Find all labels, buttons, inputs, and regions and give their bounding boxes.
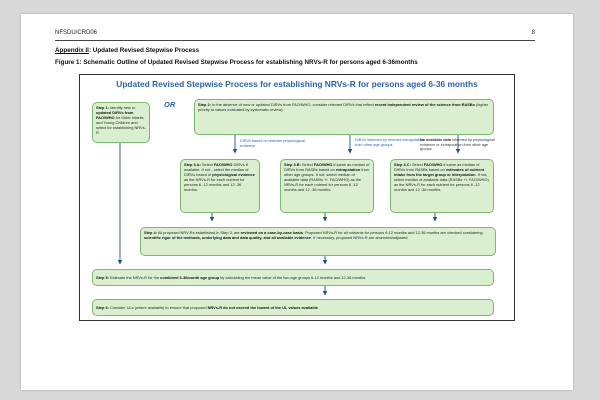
step1-text2: for Older Infants and Young Children and… bbox=[96, 115, 146, 136]
step3b-text2: if same as median of DIRVs from RASBs ba… bbox=[284, 162, 370, 173]
step1-text1: Identify new or bbox=[108, 105, 136, 110]
step3c-text2: if same as median of DIRVs from RASBs ba… bbox=[394, 162, 480, 173]
step3c-bold2: estimates of nutrient intake from the ta… bbox=[394, 167, 485, 178]
note-no-data: No available data informed by physiologi… bbox=[420, 138, 500, 152]
document-page: NFSDU/CRD06 8 Appendix II: Updated Revis… bbox=[21, 14, 573, 390]
flowchart-arrows bbox=[117, 135, 461, 296]
step3b-bold2: extrapolation bbox=[335, 167, 361, 173]
step4-box: Step 4: All proposed NRV-Rs established … bbox=[140, 227, 496, 256]
step4-text1: All proposed NRV-Rs established in Step … bbox=[156, 230, 241, 235]
step5-box: Step 5: Estimate the NRVs-R for the comb… bbox=[92, 269, 494, 286]
step3a-text3: as the NRVs-R for each nutrient for pers… bbox=[184, 177, 245, 193]
step5-bold1: combined 6-36month age group bbox=[160, 275, 220, 280]
step2-bold1: recent independent review of the science… bbox=[374, 102, 475, 107]
step6-box: Step 6: Consider ULs (where available) t… bbox=[92, 299, 494, 316]
step3a-bold1: FAO/WHO bbox=[213, 162, 233, 167]
step4-lead: Step 4: bbox=[144, 230, 157, 235]
doc-id: NFSDU/CRD06 bbox=[55, 30, 98, 36]
step3b-lead: Step 3.B: bbox=[284, 162, 301, 167]
page-number: 8 bbox=[531, 30, 535, 36]
step1-bold1: updated DIRVs from FAO/WHO bbox=[96, 110, 134, 121]
step3b-text3: from other age groups. If not, select me… bbox=[284, 167, 370, 193]
step2-text1: In the absence of new or updated DIRVs f… bbox=[210, 102, 375, 107]
step2-box: Step 2: In the absence of new or updated… bbox=[194, 99, 494, 135]
step3a-text2: DIRVs if available. If not - select the … bbox=[184, 162, 249, 178]
step3a-bold2: physiological evidence bbox=[212, 172, 255, 178]
step3c-text3: . If not, select median of available dat… bbox=[394, 172, 489, 193]
step3b-text1: Select bbox=[300, 162, 314, 167]
step3b-bold1: FAO/WHO bbox=[313, 162, 333, 167]
header-rule bbox=[55, 40, 535, 41]
step6-bold1: NRVs-R do not exceed the lowest of the U… bbox=[207, 305, 318, 310]
appendix-heading: Appendix II: Updated Revised Stepwise Pr… bbox=[55, 47, 199, 54]
step2-lead: Step 2: bbox=[198, 102, 211, 107]
step3c-box: Step 3.C: Select FAO/WHO if same as medi… bbox=[390, 159, 494, 213]
step1-lead: Step 1: bbox=[96, 105, 109, 110]
step3a-text1: Select bbox=[200, 162, 214, 167]
figure-caption: Figure 1: Schematic Outline of Updated R… bbox=[55, 59, 418, 66]
step3c-text1: Select bbox=[410, 162, 424, 167]
step1-box: Step 1: Identify new or updated DIRVs fr… bbox=[92, 102, 150, 143]
step2-text2: (higher priority to values evaluated by … bbox=[198, 102, 489, 113]
step3b-box: Step 3.B: Select FAO/WHO if same as medi… bbox=[280, 159, 374, 213]
step4-text2: . Proposed NRVs-R for all nutrients for … bbox=[302, 230, 483, 235]
flowchart-figure: Updated Revised Stepwise Process for est… bbox=[79, 74, 515, 321]
step4-bold1: reviewed on a case-by-case basis bbox=[240, 230, 303, 235]
step5-text1: Estimate the NRVs-R for the bbox=[108, 275, 161, 280]
step5-lead: Step 5: bbox=[96, 275, 109, 280]
note-no-data-bold: No available data bbox=[420, 138, 452, 142]
step4-bold2: scientific rigor of the methods, underly… bbox=[144, 235, 312, 241]
step4-text3: . If necessary, proposed NRVs-R are amen… bbox=[311, 235, 409, 241]
flowchart-title: Updated Revised Stepwise Process for est… bbox=[116, 79, 478, 89]
step5-text2: by calculating the mean value of the two… bbox=[219, 275, 367, 280]
appendix-label: Appendix II bbox=[55, 47, 89, 54]
step3c-bold1: FAO/WHO bbox=[423, 162, 443, 167]
note-physiological: DIRVs based on relevant physiological ev… bbox=[240, 139, 305, 148]
step3a-lead: Step 3.A: bbox=[184, 162, 201, 167]
step6-text1: Consider ULs (where available) to ensure… bbox=[108, 305, 208, 310]
or-label: OR bbox=[164, 100, 176, 109]
step3a-box: Step 3.A: Select FAO/WHO DIRVs if availa… bbox=[180, 159, 260, 213]
step6-lead: Step 6: bbox=[96, 305, 109, 310]
appendix-title: : Updated Revised Stepwise Process bbox=[88, 47, 200, 54]
note-extrapolation: DIRVs informed by relevant extrapolation… bbox=[355, 138, 425, 147]
note-no-data-text: informed by physiological evidence or ex… bbox=[420, 138, 495, 152]
step3c-lead: Step 3.C: bbox=[394, 162, 411, 167]
